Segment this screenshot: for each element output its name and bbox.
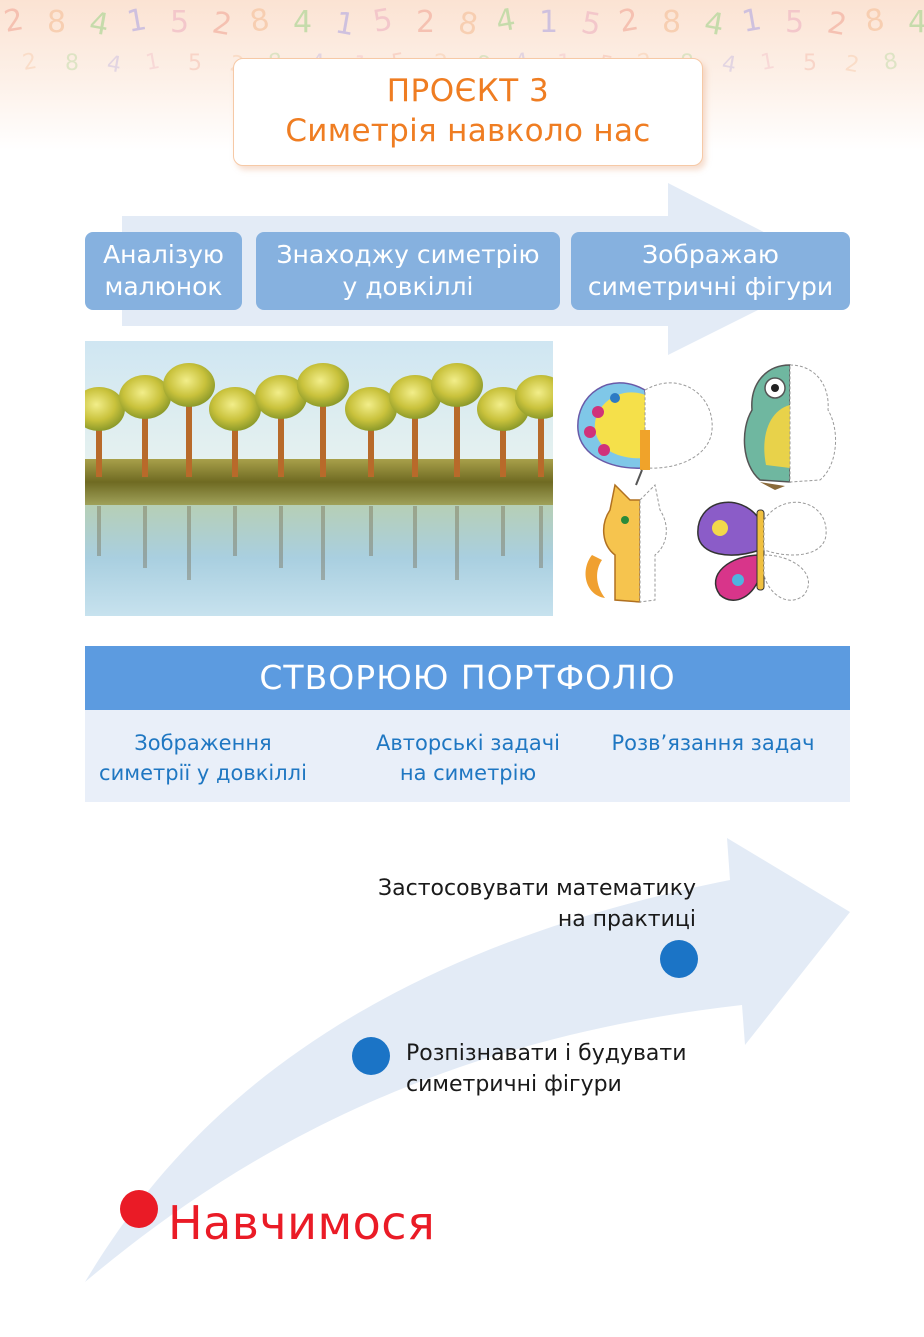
project-title-box: ПРОЄКТ 3 Симетрія навколо нас: [233, 58, 703, 166]
decorative-digit: 2: [21, 49, 39, 76]
tree-crown: [515, 375, 553, 419]
portfolio-title: СТВОРЮЮ ПОРТФОЛІО: [85, 646, 850, 710]
tree-trunk: [500, 417, 506, 477]
landscape-reflection-illustration: [85, 341, 553, 616]
tree-crown: [345, 387, 397, 431]
portfolio-item-solutions: Розв’язання задач: [611, 731, 815, 755]
decorative-digit: 8: [882, 49, 900, 76]
goal-recognize-figures-marker: [352, 1037, 390, 1075]
symmetric-animals-illustration: [577, 364, 837, 603]
learn-marker: [120, 1190, 158, 1228]
tree-trunk: [412, 405, 418, 477]
tree-crown: [119, 375, 171, 419]
portfolio-item-symmetry-images: Зображення симетрії у довкіллі: [99, 731, 307, 785]
tree-crown: [297, 363, 349, 407]
tree-trunk: [96, 417, 102, 477]
decorative-digit: 5: [170, 5, 189, 40]
decorative-digit: 1: [539, 5, 558, 40]
decorative-digit: 1: [759, 49, 777, 76]
decorative-digit: 8: [65, 51, 79, 76]
tree-trunk: [232, 417, 238, 477]
learn-heading: Навчимося: [168, 1196, 436, 1250]
portfolio-item-author-tasks: Авторські задачі на симетрію: [376, 731, 560, 785]
tree-reflection: [369, 506, 373, 556]
tree-reflection: [539, 506, 543, 568]
decorative-digit: 8: [662, 5, 681, 40]
decorative-digit: 4: [908, 5, 924, 40]
owl-icon: [743, 364, 837, 490]
goal-apply-math-marker: [660, 940, 698, 978]
tree-reflection: [233, 506, 237, 556]
peacock-icon: [577, 382, 713, 486]
decorative-digit: 2: [843, 51, 861, 78]
tree-crown: [163, 363, 215, 407]
project-title: Симетрія навколо нас: [285, 113, 651, 149]
tree-reflection: [321, 506, 325, 580]
project-label: ПРОЄКТ 3: [386, 73, 550, 109]
tree-reflection: [97, 506, 101, 556]
tree-crown: [255, 375, 307, 419]
step-draw-figures: Зображаю симетричні фігури: [571, 232, 850, 310]
tree-reflection: [187, 506, 191, 580]
tree-trunk: [320, 393, 326, 477]
tree-crown: [209, 387, 261, 431]
decorative-digit: 4: [105, 51, 123, 78]
decorative-digit: 8: [47, 5, 66, 40]
goal-apply-math: Застосовувати математику на практиці: [378, 876, 696, 932]
tree-reflection: [143, 506, 147, 568]
tree-crown: [389, 375, 441, 419]
tree-trunk: [278, 405, 284, 477]
tree-trunk: [538, 405, 544, 477]
butterfly-icon: [697, 501, 827, 601]
tree-trunk: [454, 393, 460, 477]
tree-trunk: [142, 405, 148, 477]
decorative-digit: 5: [785, 5, 804, 40]
decorative-digit: 5: [803, 51, 817, 76]
step-analyze: Аналізую малюнок: [85, 232, 242, 310]
tree-reflection: [455, 506, 459, 580]
tree-reflection: [413, 506, 417, 568]
step-analyze-label: Аналізую малюнок: [103, 240, 224, 301]
goal-recognize-figures: Розпізнавати і будувати симетричні фігур…: [406, 1041, 687, 1097]
decorative-digit: 2: [416, 5, 435, 40]
portfolio-items: Зображення симетрії у довкіллі Авторські…: [85, 710, 850, 802]
tree-trunk: [186, 393, 192, 477]
step-draw-figures-label: Зображаю симетричні фігури: [587, 240, 834, 301]
tree-crown: [431, 363, 483, 407]
tree-reflection: [279, 506, 283, 568]
step-find-symmetry: Знаходжу симетрію у довкіллі: [256, 232, 560, 310]
decorative-digit: 4: [293, 5, 312, 40]
tree-reflection: [501, 506, 505, 556]
decorative-digit: 4: [720, 51, 738, 78]
tree-crown: [85, 387, 125, 431]
step-find-symmetry-label: Знаходжу симетрію у довкіллі: [276, 240, 540, 301]
tree-trunk: [368, 417, 374, 477]
decorative-digit: 5: [188, 51, 202, 76]
cat-icon: [585, 483, 667, 603]
decorative-digit: 1: [144, 49, 162, 76]
